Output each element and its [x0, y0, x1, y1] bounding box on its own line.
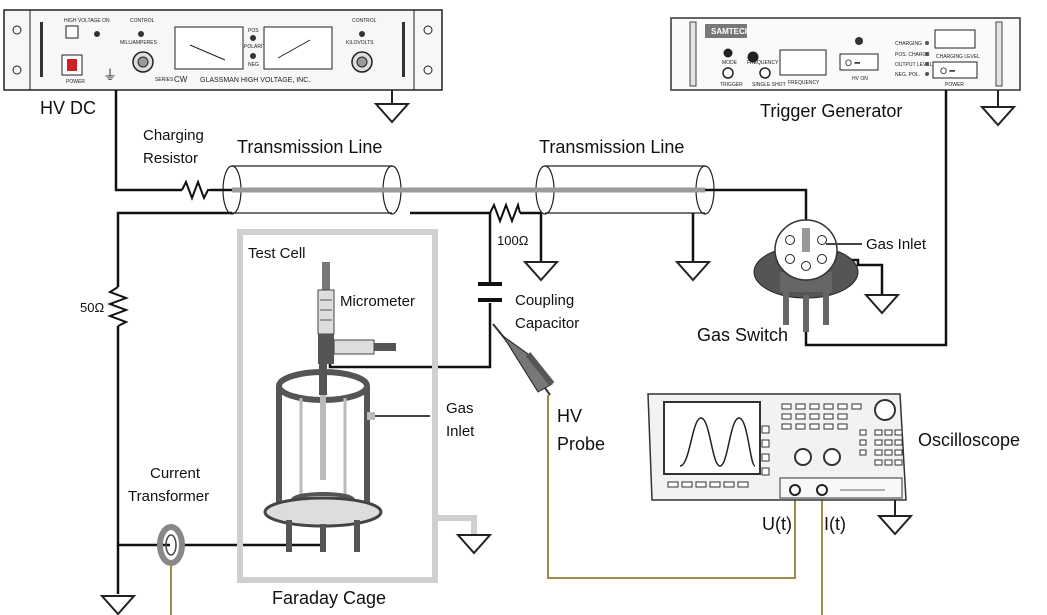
frequency-display [779, 49, 827, 76]
transmission-line-1-label: Transmission Line [237, 137, 382, 157]
micrometer [317, 262, 396, 364]
ground-symbol-icon [373, 90, 411, 124]
gas-switch-label: Gas Switch [697, 325, 788, 345]
hv-probe-label-1: HV [557, 406, 582, 426]
oscilloscope [647, 393, 907, 501]
power-switch [932, 61, 978, 79]
ground-symbol-icon [99, 595, 137, 615]
cage-ground-lead [435, 515, 477, 535]
waveform-trace [679, 417, 756, 467]
svg-text:O ━: O ━ [940, 66, 956, 76]
samtech-badge [705, 24, 747, 38]
trigger-generator: SAMTECH MODE FREQUENCY TRIGGER SINGLE SH… [670, 17, 1021, 91]
hv-label-neg: NEG [248, 62, 259, 68]
faraday-cage [237, 229, 438, 583]
resistor-100-ohm [489, 201, 521, 224]
trigger-label-neg-pol: NEG. POL. [895, 72, 920, 78]
ground-symbol-icon [522, 261, 560, 282]
i-input-connector [816, 484, 828, 496]
ground-symbol-icon [455, 534, 493, 555]
transmission-line-2-label: Transmission Line [539, 137, 684, 157]
scope-knob [874, 399, 896, 421]
hv-probe [492, 323, 555, 396]
u-input-connector [789, 484, 801, 496]
hv-label-control-left: CONTROL [130, 18, 155, 24]
charging-resistor [181, 179, 210, 201]
hv-label-brand: GLASSMAN HIGH VOLTAGE, INC. [200, 77, 310, 84]
hv-label-pos: POS [248, 28, 259, 34]
hv-label-high-voltage-on: HIGH VOLTAGE ON [64, 18, 110, 24]
coupling-capacitor-label-2: Capacitor [515, 315, 579, 332]
test-cell-label: Test Cell [248, 245, 306, 262]
hv-label-kilovolts: KILOVOLTS [346, 40, 374, 46]
trigger-label-power: POWER [945, 82, 964, 88]
trigger-label-pos-charge: POS. CHARGE [895, 52, 930, 58]
micrometer-label: Micrometer [340, 293, 415, 310]
hv-label-polarity: POLARITY [244, 44, 269, 50]
ground-symbol-icon [674, 261, 712, 282]
u-t-label: U(t) [762, 514, 792, 534]
oscilloscope-screen [663, 401, 761, 475]
resistor-100-label: 100Ω [497, 233, 529, 248]
charging-resistor-label-1: Charging [143, 127, 204, 144]
svg-text:O ━: O ━ [845, 58, 861, 68]
charging-level-display [934, 29, 976, 49]
gas-inlet-cell-label-2: Inlet [446, 423, 475, 440]
trigger-label-frequency: FREQUENCY [788, 80, 820, 86]
current-transformer-label-1: Current [150, 465, 201, 482]
trigger-label-single-shot: SINGLE SHOT [752, 82, 786, 88]
trigger-generator-label: Trigger Generator [760, 101, 902, 121]
mode-knob [723, 48, 733, 58]
hv-probe-label-2: Probe [557, 434, 605, 454]
hv-label-power: POWER [66, 79, 85, 85]
ground-symbol-icon [863, 294, 901, 315]
ground-symbol-icon: ⏚ [103, 68, 117, 84]
charging-resistor-label-2: Resistor [143, 150, 198, 167]
test-cell [263, 364, 383, 552]
faraday-cage-label: Faraday Cage [272, 588, 386, 608]
hv-label-model: CW [174, 75, 188, 84]
current-transformer-label-2: Transformer [128, 488, 209, 505]
hv-label-milliamperes: MILLIAMPERES [120, 40, 158, 46]
trigger-brand: SAMTECH [711, 27, 751, 36]
gas-inlet-switch-label: Gas Inlet [866, 236, 927, 253]
trigger-label-charging-level: CHARGING LEVEL [936, 54, 980, 60]
ground-symbol-icon [876, 500, 914, 536]
hv-dc-supply: HIGH VOLTAGE ON POWER ⏚ CONTROL MILLIAMP… [3, 9, 443, 91]
voltage-meter [263, 26, 333, 70]
trigger-label-output-level: OUTPUT LEVEL [895, 62, 933, 68]
probe-cable [547, 395, 796, 579]
trigger-label-charging: CHARGING [895, 41, 922, 47]
resistor-50-label: 50Ω [80, 300, 104, 315]
hv-label-series: SERIES [155, 77, 174, 83]
hv-label-control-right: CONTROL [352, 18, 377, 24]
hv-dc-label: HV DC [40, 98, 96, 118]
current-meter [174, 26, 244, 70]
wiring [114, 90, 948, 594]
indicator-light-icon [94, 31, 100, 37]
trigger-label-mode: MODE [722, 60, 738, 66]
oscilloscope-label: Oscilloscope [918, 430, 1020, 450]
gas-inlet-cell-label-1: Gas [446, 400, 474, 417]
resistor-50-ohm [107, 286, 129, 327]
coupling-capacitor [478, 282, 502, 302]
trigger-label-hv-on: HV ON [852, 76, 868, 82]
coupling-capacitor-label-1: Coupling [515, 292, 574, 309]
trigger-label-trigger: TRIGGER [720, 82, 743, 88]
hv-on-switch [839, 53, 879, 71]
trigger-label-frequency-knob: FREQUENCY [747, 60, 779, 66]
gas-switch [753, 219, 859, 332]
ground-symbol-icon [979, 90, 1017, 127]
i-t-label: I(t) [824, 514, 846, 534]
